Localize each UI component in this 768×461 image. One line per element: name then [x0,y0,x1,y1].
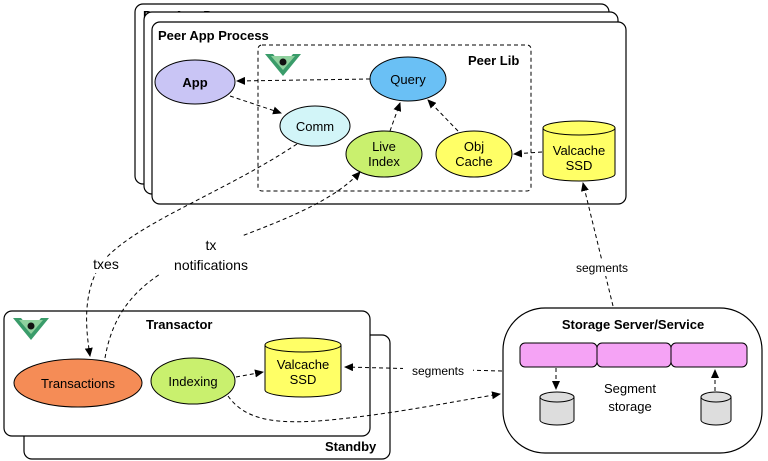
tx-notifications-label-1: tx [206,237,217,253]
peer-edges [229,76,543,158]
indexing-node [150,357,236,405]
tx-notifications-label-bg [160,236,264,276]
transactor-valcache-label-2: SSD [290,372,317,387]
edge-query-to-app [236,76,371,85]
datomic-logo-icon [265,54,301,76]
transactions-node [13,358,143,408]
peer-process-title: Peer App Process [158,28,269,43]
tx-notifications-label-2: notifications [174,257,248,273]
segments-lower-label: segments [412,364,464,378]
live-index-node [345,130,423,178]
comm-label: Comm [296,119,334,134]
indexing-label: Indexing [168,374,217,389]
edge-app-to-comm [229,95,282,115]
storage-group: Storage Server/Service Segment storage [502,307,763,454]
transactor-group: Standby Transactor Transactions Indexing… [3,310,391,460]
edge-segments-to-peer [581,182,614,307]
datomic-logo-icon [13,318,49,340]
txes-label: txes [93,256,119,272]
peer-lib-box [257,44,532,192]
peer-valcache-label-2: SSD [566,158,593,173]
storage-title: Storage Server/Service [562,317,704,332]
obj-cache-label-2: Cache [455,154,493,169]
peer-app-process-group: Peer App P Peer App Process Peer Lib App… [134,3,627,205]
segment-storage-label-1: Segment [604,381,656,396]
transactor-valcache-label-1: Valcache [277,357,330,372]
segment-storage-label-2: storage [608,399,651,414]
transactor-title: Transactor [146,317,212,332]
transactor-valcache-ssd-cylinder [264,337,342,398]
segment-bar-1 [519,342,598,368]
live-index-label-2: Index [368,154,400,169]
txes-label-bg [88,257,124,273]
segment-bar-3 [670,342,748,368]
peer-valcache-ssd-cylinder [542,120,616,182]
obj-cache-label-1: Obj [464,139,484,154]
live-index-label-1: Live [372,139,396,154]
app-node [154,59,236,105]
segment-bar-2 [596,342,672,368]
peer-lib-title: Peer Lib [468,53,519,68]
edge-objcache-to-query [427,99,459,132]
app-label: App [182,75,207,90]
edge-valcache-to-objcache [513,149,543,158]
peer-valcache-label-1: Valcache [553,143,606,158]
comm-node [279,105,351,147]
edge-liveindex-to-query [389,102,402,132]
transactions-label: Transactions [41,376,115,391]
obj-cache-node [435,130,513,178]
disk-right-icon [700,391,732,426]
standby-label: Standby [325,439,377,454]
segments-upper-label: segments [576,261,628,275]
segments-upper-label-bg [567,260,637,276]
segments-lower-label-bg [403,362,473,378]
edge-txes [84,143,298,357]
edge-labels: txes tx notifications segments segments [88,236,637,378]
edge-indexing-to-valcache [235,369,264,378]
query-label: Query [390,72,426,87]
edge-indexing-to-storage [227,391,501,423]
disk-left-icon [539,391,575,426]
